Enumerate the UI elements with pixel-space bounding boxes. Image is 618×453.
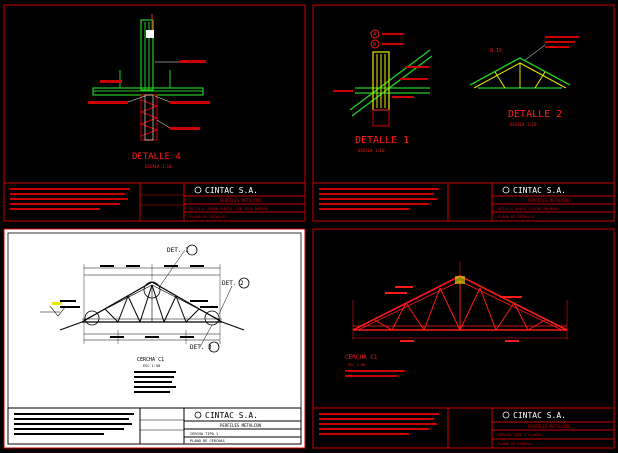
truss-scale: ESC 1:50 <box>348 363 365 367</box>
truss-elevation: DET. 1 DET. 2 DET. 3 <box>40 244 250 353</box>
tb-row-3: PLANO DE CERCHAS <box>498 442 533 446</box>
detail-scale: ESCALA 1:20 <box>510 122 537 127</box>
company-logo-icon <box>502 411 510 419</box>
tb-row-3: PLANO DE CERCHAS <box>190 439 225 443</box>
detail-scale: ESCALA 1:10 <box>145 164 172 169</box>
detail-callout-circle <box>143 281 161 299</box>
tb-row-2: CERCHA TIPO 1 PLANTA <box>498 433 542 437</box>
tb-row-1: PERFILES METALCON <box>528 424 570 429</box>
title-block: CINTAC S.A. PERFILES METALCON CERCHA TIP… <box>7 407 302 445</box>
post-profile <box>140 19 154 91</box>
title-block: CINTAC S.A. PERFILES METALCON DETALLE UN… <box>3 182 306 222</box>
truss-red <box>352 262 568 342</box>
sheet-1: DETALLE 4 ESCALA 1:10 CINTAC S.A. PERFIL… <box>3 4 306 222</box>
company-logo-icon <box>194 411 202 419</box>
tb-row-1: PERFILES METALCON <box>220 198 262 203</box>
callout-circle-b <box>370 39 380 49</box>
callout-b-label: B <box>373 42 376 48</box>
tb-row-2: CERCHA TIPO 1 <box>190 432 218 436</box>
det-3-callout: DET. 3 <box>190 344 212 351</box>
company-name: CINTAC S.A. <box>205 186 258 195</box>
company-logo-icon <box>502 186 510 194</box>
top-connector <box>146 30 154 38</box>
truss-title: CERCHA C1 <box>137 357 164 363</box>
det-1-callout: DET. 1 <box>167 247 189 254</box>
tb-row-2: DETALLE UNION PUNTAL CON VIGA MADERA <box>190 207 269 211</box>
company-logo-icon <box>194 186 202 194</box>
callout-a-label: A <box>373 32 376 38</box>
detail-title: DETALLE 1 <box>355 135 409 146</box>
sheet-4: CERCHA C1 ESC 1:50 CINTAC S.A. PERFILES … <box>312 228 615 449</box>
truss-title: CERCHA C1 <box>345 354 378 361</box>
detail-title: DETALLE 2 <box>508 109 562 120</box>
tb-row-3: PLANO DE DETALLES <box>498 215 535 219</box>
title-block: CINTAC S.A. PERFILES METALCON CERCHA TIP… <box>312 407 615 449</box>
sheet-3: DET. 1 DET. 2 DET. 3 CERCHA C1 ESC 1:50 <box>3 228 306 449</box>
detail-title: DETALLE 4 <box>132 152 181 162</box>
tb-row-2: DETALLE APOYO CERCHA EN MURO <box>498 207 559 211</box>
tb-row-1: PERFILES METALCON <box>220 423 262 428</box>
detail-scale: ESCALA 1:10 <box>358 148 385 153</box>
title-block: CINTAC S.A. PERFILES METALCON DETALLE AP… <box>312 182 615 222</box>
sheet-2: A B DETALLE 1 ESCALA 1:10 8.1% DETALLE 2… <box>312 4 615 222</box>
det-2-callout: DET. 2 <box>222 280 244 287</box>
truss-scale: ESC 1:50 <box>143 364 160 368</box>
tb-row-3: PLANO DE DETALLES <box>190 215 227 219</box>
tb-row-1: PERFILES METALCON <box>528 198 570 203</box>
slope-label: 8.1% <box>490 48 502 54</box>
detail-callout-circle <box>84 310 100 326</box>
company-name: CINTAC S.A. <box>513 411 566 420</box>
company-name: CINTAC S.A. <box>513 186 566 195</box>
company-name: CINTAC S.A. <box>205 411 258 420</box>
callout-circle-a <box>370 29 380 39</box>
